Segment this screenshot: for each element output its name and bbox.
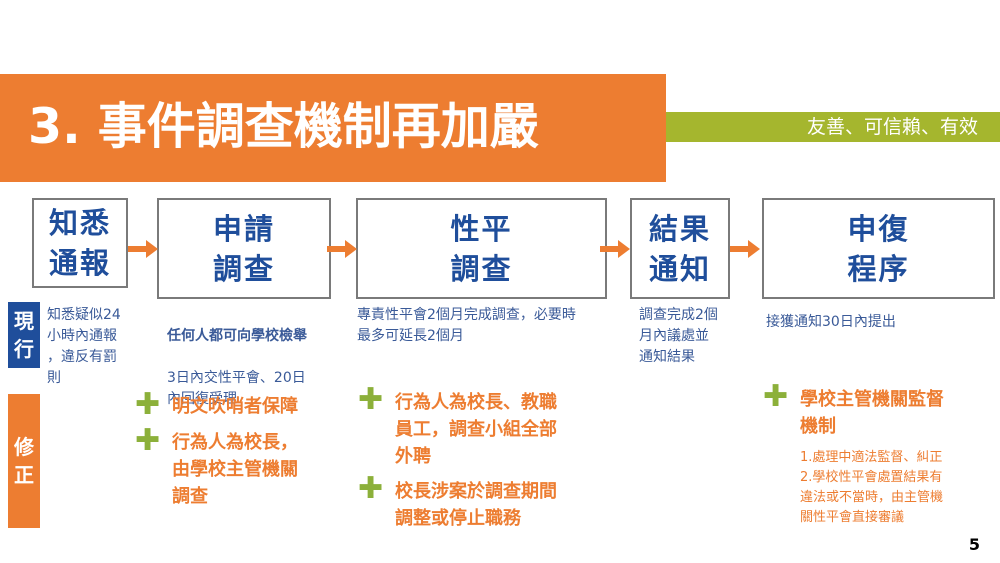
arrow-right-icon <box>128 240 158 258</box>
step-apply: 申請 調查 <box>157 198 331 299</box>
revision-item: 行為人為校長、教職 員工，調查小組全部 外聘 <box>395 392 557 467</box>
arrow-right-icon <box>730 240 760 258</box>
arrow-right-icon <box>327 240 357 258</box>
step-label: 申復 程序 <box>847 211 910 286</box>
current-appeal-text: 接獲通知30日內提出 <box>766 314 896 330</box>
current-apply: 任何人都可向學校檢舉 3日內交性平會、20日 內回復受理 <box>167 305 342 431</box>
current-notify-text: 調查完成2個 月內議處並 通知結果 <box>639 307 718 365</box>
tagline: 友善、可信賴、有效 <box>806 116 978 138</box>
revision-label: 修 正 <box>14 435 34 487</box>
plus-icon: ✚ <box>358 471 384 506</box>
step-label: 申請 調查 <box>212 211 275 286</box>
current-report-text: 知悉疑似24 小時內通報 ，違反有罰 則 <box>47 307 121 386</box>
revision-item: 行為人為校長， 由學校主管機關 調查 <box>172 432 298 507</box>
current-apply-bold: 任何人都可向學校檢舉 <box>167 328 307 344</box>
plus-icon: ✚ <box>763 379 789 414</box>
current-label: 現 行 <box>14 309 34 361</box>
revision-item: 校長涉案於調查期間 調整或停止職務 <box>395 481 557 529</box>
revision-item: 明文吹哨者保障 <box>172 396 298 417</box>
arrow-right-icon <box>600 240 630 258</box>
step-notify: 結果 通知 <box>630 198 730 299</box>
step-label: 結果 通知 <box>648 211 711 286</box>
current-investigate-text: 專責性平會2個月完成調查，必要時 最多可延長2個月 <box>357 307 576 344</box>
step-report: 知悉 通報 <box>32 198 128 288</box>
current-apply-text: 3日內交性平會、20日 內回復受理 <box>167 370 306 407</box>
revision-notes: 1.處理中適法監督、糾正 2.學校性平會處置結果有 違法或不當時，由主管機 關性… <box>800 450 944 525</box>
plus-icon: ✚ <box>135 423 161 458</box>
page-number: 5 <box>968 535 980 554</box>
plus-icon: ✚ <box>358 382 384 417</box>
tagline-banner <box>666 112 1000 142</box>
plus-icon: ✚ <box>135 387 161 422</box>
step-investigate: 性平 調查 <box>356 198 607 299</box>
current-side-label: 現 行 <box>8 302 40 368</box>
page-title: 3. 事件調查機制再加嚴 <box>28 98 539 155</box>
step-label: 知悉 通報 <box>48 206 111 280</box>
revision-item: 學校主管機關監督 機制 <box>800 389 944 437</box>
step-label: 性平 調查 <box>450 211 513 286</box>
title-banner <box>0 74 666 182</box>
step-appeal: 申復 程序 <box>762 198 995 299</box>
revision-side-label: 修 正 <box>8 394 40 528</box>
